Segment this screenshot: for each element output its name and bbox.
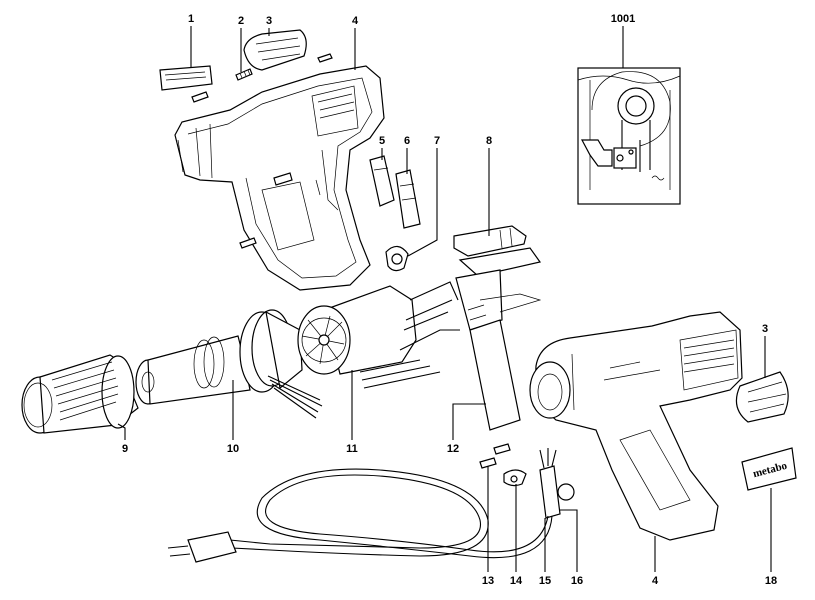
callout-9: 9 bbox=[122, 443, 128, 455]
screws-13 bbox=[479, 443, 511, 469]
circuit-board-12 bbox=[455, 247, 542, 431]
grommet-7 bbox=[385, 245, 409, 272]
screw-bottom bbox=[239, 237, 257, 249]
filter-cover-3-right bbox=[735, 371, 789, 423]
housing-half-4-right bbox=[529, 311, 743, 541]
callout-4-top: 4 bbox=[352, 15, 359, 27]
callout-1: 1 bbox=[188, 13, 194, 25]
callout-15: 15 bbox=[539, 575, 551, 587]
callout-3-right: 3 bbox=[762, 323, 768, 335]
screw-2 bbox=[235, 68, 253, 81]
filter-cover-3-top bbox=[243, 29, 307, 71]
callout-4-bottom: 4 bbox=[652, 575, 659, 587]
leader-lines bbox=[117, 26, 772, 572]
callout-5: 5 bbox=[379, 135, 385, 147]
callout-12: 12 bbox=[447, 443, 459, 455]
detail-inset-1001 bbox=[577, 67, 681, 205]
callout-18: 18 bbox=[765, 575, 777, 587]
screw-left bbox=[191, 91, 209, 103]
callout-10: 10 bbox=[227, 443, 239, 455]
label-plate-1 bbox=[159, 65, 213, 91]
cable-bushing-15 bbox=[539, 448, 575, 519]
callout-11: 11 bbox=[346, 443, 358, 455]
screw-top bbox=[317, 53, 333, 63]
heating-element-10 bbox=[135, 309, 323, 419]
callout-6: 6 bbox=[404, 135, 410, 147]
slide-switch-8 bbox=[453, 225, 527, 257]
callout-16: 16 bbox=[571, 575, 583, 587]
housing-half-4-top bbox=[174, 65, 385, 291]
nozzle-9 bbox=[21, 354, 139, 434]
callout-1001: 1001 bbox=[611, 13, 635, 25]
motor-fan-11 bbox=[297, 281, 460, 389]
brand-label-18: metabo bbox=[741, 447, 797, 491]
power-cord bbox=[167, 468, 553, 563]
callout-3-top: 3 bbox=[266, 15, 272, 27]
switch-part-6 bbox=[395, 169, 421, 229]
callout-8: 8 bbox=[486, 135, 492, 147]
callout-2: 2 bbox=[238, 15, 244, 27]
callout-7: 7 bbox=[434, 135, 440, 147]
callout-14: 14 bbox=[510, 575, 523, 587]
callout-13: 13 bbox=[482, 575, 494, 587]
cable-clamp-14 bbox=[503, 469, 527, 487]
callout-numbers: 1 2 3 4 5 6 7 8 9 10 11 12 13 14 15 16 4… bbox=[122, 13, 777, 587]
switch-part-5 bbox=[369, 155, 395, 207]
